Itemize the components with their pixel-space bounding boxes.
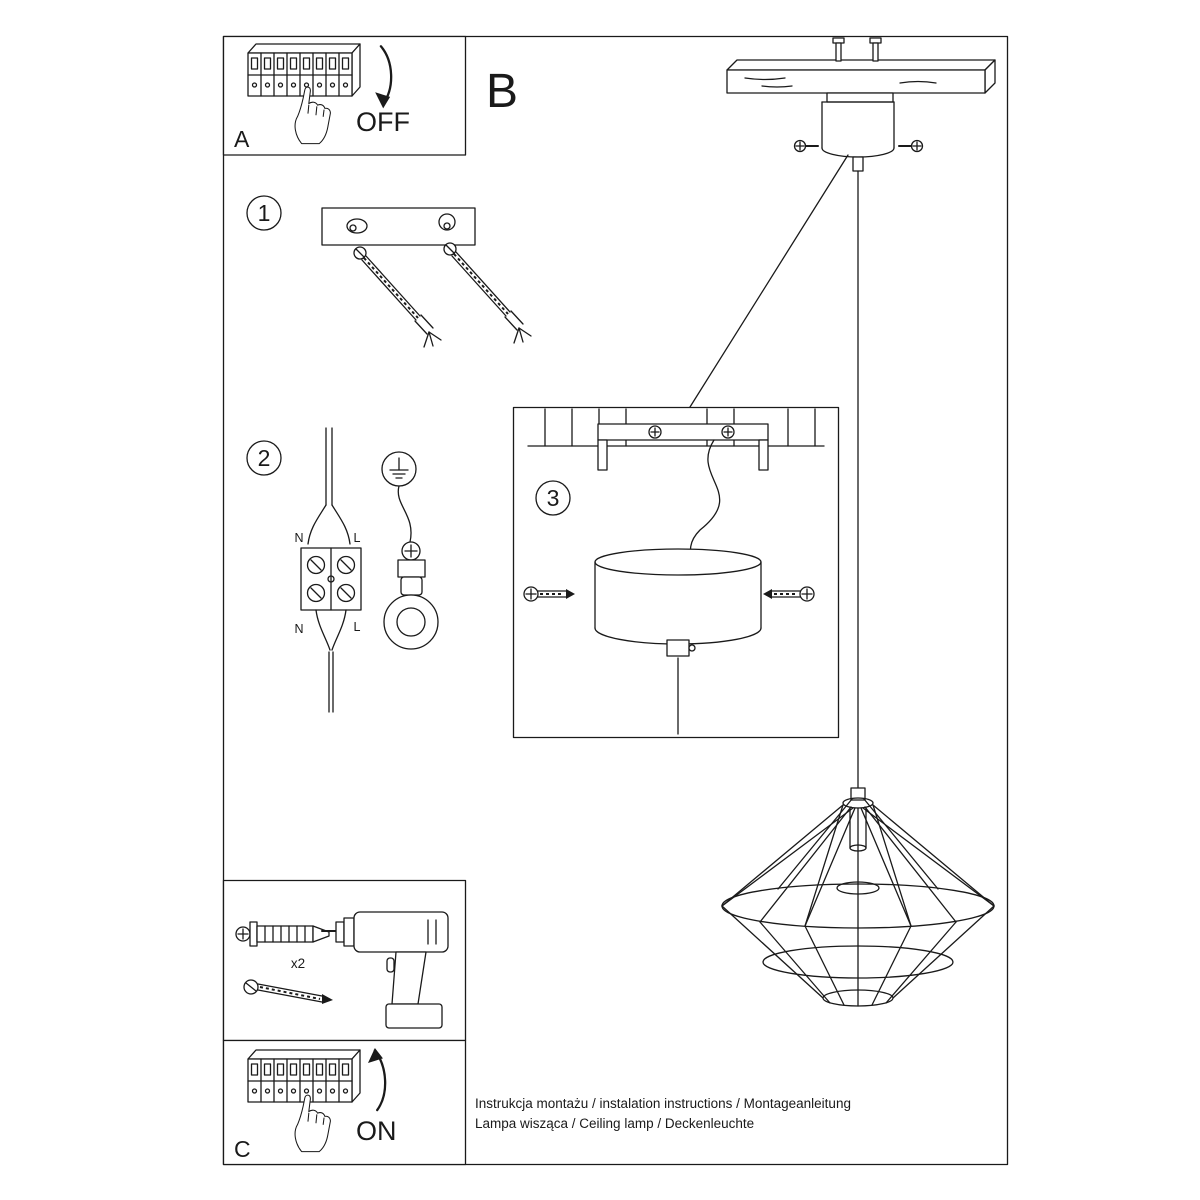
canopy-screw-left-icon [523, 586, 575, 602]
lamp-cage [721, 797, 995, 1007]
screw-icon [243, 979, 333, 1004]
off-arrow-icon [375, 45, 393, 109]
mounting-bolts-icon [832, 37, 882, 62]
ground-symbol-icon [381, 451, 417, 487]
footer: Instrukcja montażu / instalation instruc… [475, 1096, 851, 1131]
step-1-number: 1 [258, 200, 271, 226]
screw-anchor-1-icon [353, 246, 442, 348]
hardware-panel: x2 [222, 879, 467, 1042]
pendant-lamp-drawing [721, 787, 995, 1007]
breaker-a-icon [247, 43, 361, 97]
step-2-number: 2 [258, 445, 271, 471]
canopy-side-screw-left-icon [793, 139, 819, 153]
wire-label-n-bottom: N [294, 622, 303, 636]
lamp-top-grip [850, 787, 866, 801]
wall-plug-icon [235, 921, 330, 947]
lamp-socket [836, 807, 880, 895]
wood-plank-drawing [726, 59, 996, 94]
cable-bottom-drawing: N L [294, 609, 361, 713]
panel-a-label: A [234, 126, 250, 152]
step-1-badge [246, 195, 282, 231]
footer-line-2: Lampa wisząca / Ceiling lamp / Deckenleu… [475, 1116, 754, 1131]
step-1: 1 [246, 195, 532, 348]
breaker-c-icon [247, 1049, 361, 1103]
canopy-screw-right-icon [763, 586, 815, 602]
ground-connector-drawing [383, 485, 439, 650]
leader-line-to-detail [689, 154, 849, 408]
wire-label-l-top: L [354, 531, 361, 545]
canopy-drawing [793, 92, 924, 172]
drill-icon [321, 911, 449, 1029]
wire-label-n-top: N [294, 531, 303, 545]
panel-a: OFF A [222, 35, 467, 156]
step-3-badge [535, 480, 571, 516]
panel-c-label: C [234, 1136, 251, 1162]
step-3-number: 3 [547, 485, 560, 511]
canopy-detail-drawing [594, 548, 762, 735]
cord-grip-icon [852, 156, 864, 172]
power-cable-drawing: N L [294, 427, 361, 545]
on-arrow-icon [368, 1048, 387, 1112]
canopy-side-screw-right-icon [898, 139, 924, 153]
step-2: 2 N L N L [246, 427, 439, 713]
step-2-badge [246, 440, 282, 476]
mounting-bracket-drawing [321, 207, 476, 246]
ceiling-assembly-drawing [689, 37, 996, 791]
terminal-block-drawing [300, 547, 362, 611]
section-b-label: B [486, 65, 518, 118]
panel-c: ON C [222, 1039, 467, 1166]
step-3: 3 [512, 406, 840, 739]
mounting-plate-drawing [597, 423, 769, 471]
off-label: OFF [356, 107, 410, 137]
hardware-count-label: x2 [291, 956, 305, 971]
on-label: ON [356, 1116, 397, 1146]
screw-anchor-2-icon [443, 242, 532, 344]
footer-line-1: Instrukcja montażu / instalation instruc… [475, 1096, 851, 1111]
wire-label-l-bottom: L [354, 620, 361, 634]
